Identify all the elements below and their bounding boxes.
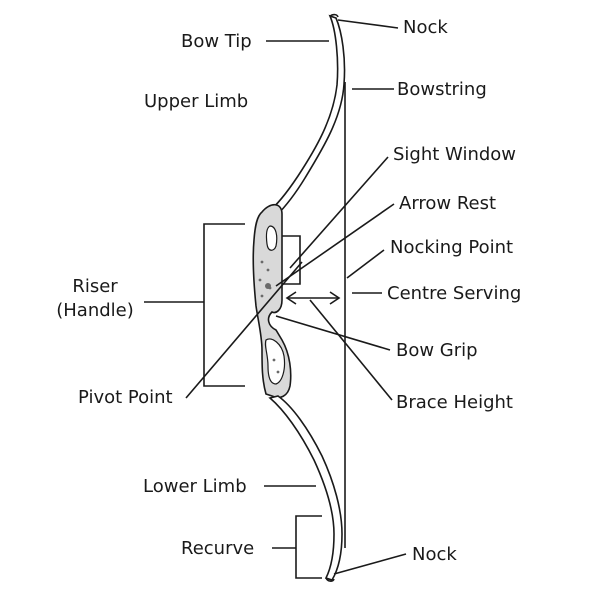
- riser-dot: [265, 283, 271, 289]
- leader-bow-grip: [275, 315, 391, 351]
- leader-lines: [144, 19, 407, 579]
- label-riser: Riser: [72, 276, 118, 297]
- label-nock-top: Nock: [403, 17, 448, 38]
- lower-nock-tip: [325, 577, 335, 582]
- label-centre-serving: Centre Serving: [387, 283, 521, 304]
- riser-dot: [258, 278, 262, 282]
- riser-bracket: [203, 223, 245, 387]
- brace-height-arrowhead-left: [285, 291, 297, 305]
- label-nocking-point: Nocking Point: [390, 237, 513, 258]
- labels: Nock Bow Tip Bowstring Upper Limb Sight …: [56, 17, 521, 565]
- leader-sight-window: [289, 156, 389, 269]
- riser-dot: [260, 260, 264, 264]
- label-bow-grip: Bow Grip: [396, 340, 478, 361]
- label-pivot-point: Pivot Point: [78, 387, 173, 408]
- grip-cutout: [264, 338, 286, 385]
- leader-pivot-point: [185, 261, 303, 399]
- bow-drawing: [252, 13, 346, 582]
- leader-arrow-rest: [275, 203, 395, 287]
- upper-nock-tip: [329, 13, 339, 18]
- label-bow-tip: Bow Tip: [181, 31, 252, 52]
- label-recurve: Recurve: [181, 538, 254, 559]
- leader-brace-height: [309, 299, 393, 401]
- label-nock-bottom: Nock: [412, 544, 457, 565]
- sight-window-bracket: [282, 235, 301, 285]
- label-riser-handle: (Handle): [56, 300, 134, 321]
- lower-limb-shape: [268, 395, 343, 581]
- riser-dot: [272, 358, 276, 362]
- label-arrow-rest: Arrow Rest: [399, 193, 496, 214]
- brace-height-arrowhead-right: [329, 291, 341, 305]
- riser-dot: [266, 268, 270, 272]
- sight-window-cutout: [265, 225, 278, 251]
- riser-dot: [276, 370, 280, 374]
- label-brace-height: Brace Height: [396, 392, 513, 413]
- label-sight-window: Sight Window: [393, 144, 516, 165]
- leader-nock-top: [337, 19, 399, 29]
- leader-nocking-point: [346, 249, 385, 279]
- label-lower-limb: Lower Limb: [143, 476, 247, 497]
- riser-dot: [260, 294, 264, 298]
- label-bowstring: Bowstring: [397, 79, 487, 100]
- label-upper-limb: Upper Limb: [144, 91, 248, 112]
- recurve-bracket: [295, 515, 322, 579]
- leader-nock-bottom: [333, 553, 407, 575]
- upper-limb-shape: [266, 14, 346, 217]
